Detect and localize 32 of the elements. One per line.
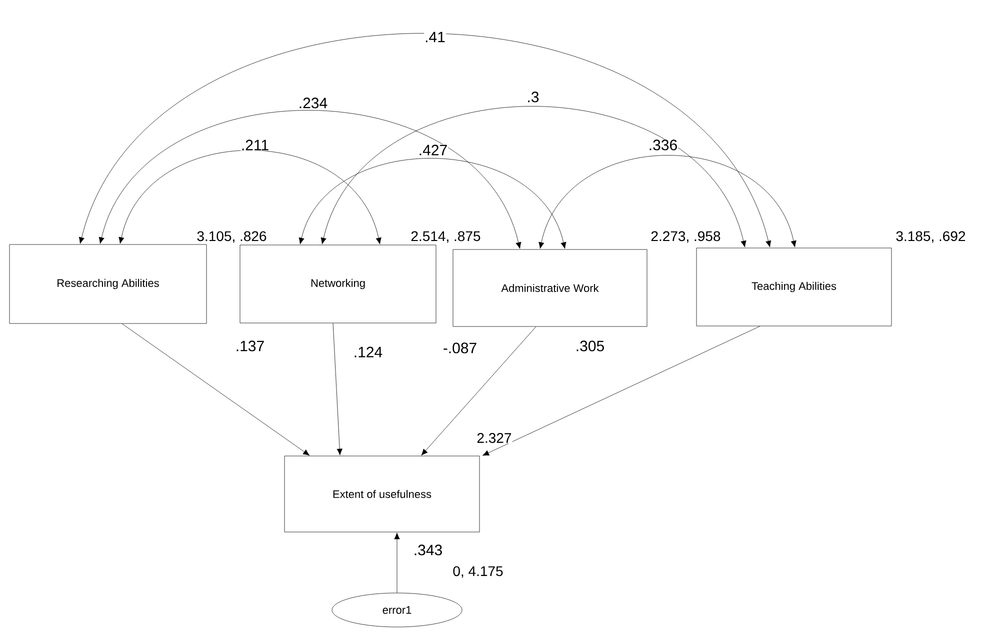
edge-label: .305 bbox=[574, 340, 606, 352]
edge-label: .124 bbox=[352, 346, 384, 358]
edge-label: .336 bbox=[648, 139, 678, 151]
path-arrow bbox=[122, 324, 310, 456]
estimate-label: 2.327 bbox=[476, 432, 512, 444]
covariance-arrow bbox=[98, 110, 522, 249]
edge-label: .343 bbox=[412, 544, 444, 556]
edge-label: -.087 bbox=[442, 342, 478, 354]
estimate-label: 0, 4.175 bbox=[452, 566, 504, 578]
estimate-label: 3.185, .692 bbox=[895, 230, 966, 244]
path-arrow bbox=[421, 326, 536, 456]
variable-box: Administrative Work bbox=[452, 249, 648, 327]
covariance-arrow bbox=[320, 106, 746, 248]
covariance-arrow bbox=[538, 155, 796, 249]
variable-box: Extent of usefulness bbox=[284, 456, 480, 532]
covariance-arrow bbox=[118, 150, 382, 244]
edge-label: .41 bbox=[424, 31, 446, 43]
estimate-label: 2.514, .875 bbox=[410, 230, 482, 244]
edge-label: .137 bbox=[234, 340, 266, 352]
variable-box: Networking bbox=[240, 244, 436, 324]
edge-label: .211 bbox=[240, 139, 270, 151]
estimate-label: 3.105, .826 bbox=[196, 230, 268, 244]
path-arrow bbox=[482, 326, 760, 456]
variable-box: Teaching Abilities bbox=[696, 248, 892, 326]
edge-label: .427 bbox=[418, 144, 448, 156]
edge-label: .234 bbox=[298, 97, 328, 109]
edge-label: .3 bbox=[526, 91, 540, 103]
path-arrow bbox=[332, 323, 342, 456]
path-arrow bbox=[394, 532, 400, 593]
estimate-label: 2.273, .958 bbox=[650, 230, 722, 244]
covariance-arrow bbox=[298, 158, 566, 249]
variable-box: Researching Abilities bbox=[9, 244, 207, 324]
